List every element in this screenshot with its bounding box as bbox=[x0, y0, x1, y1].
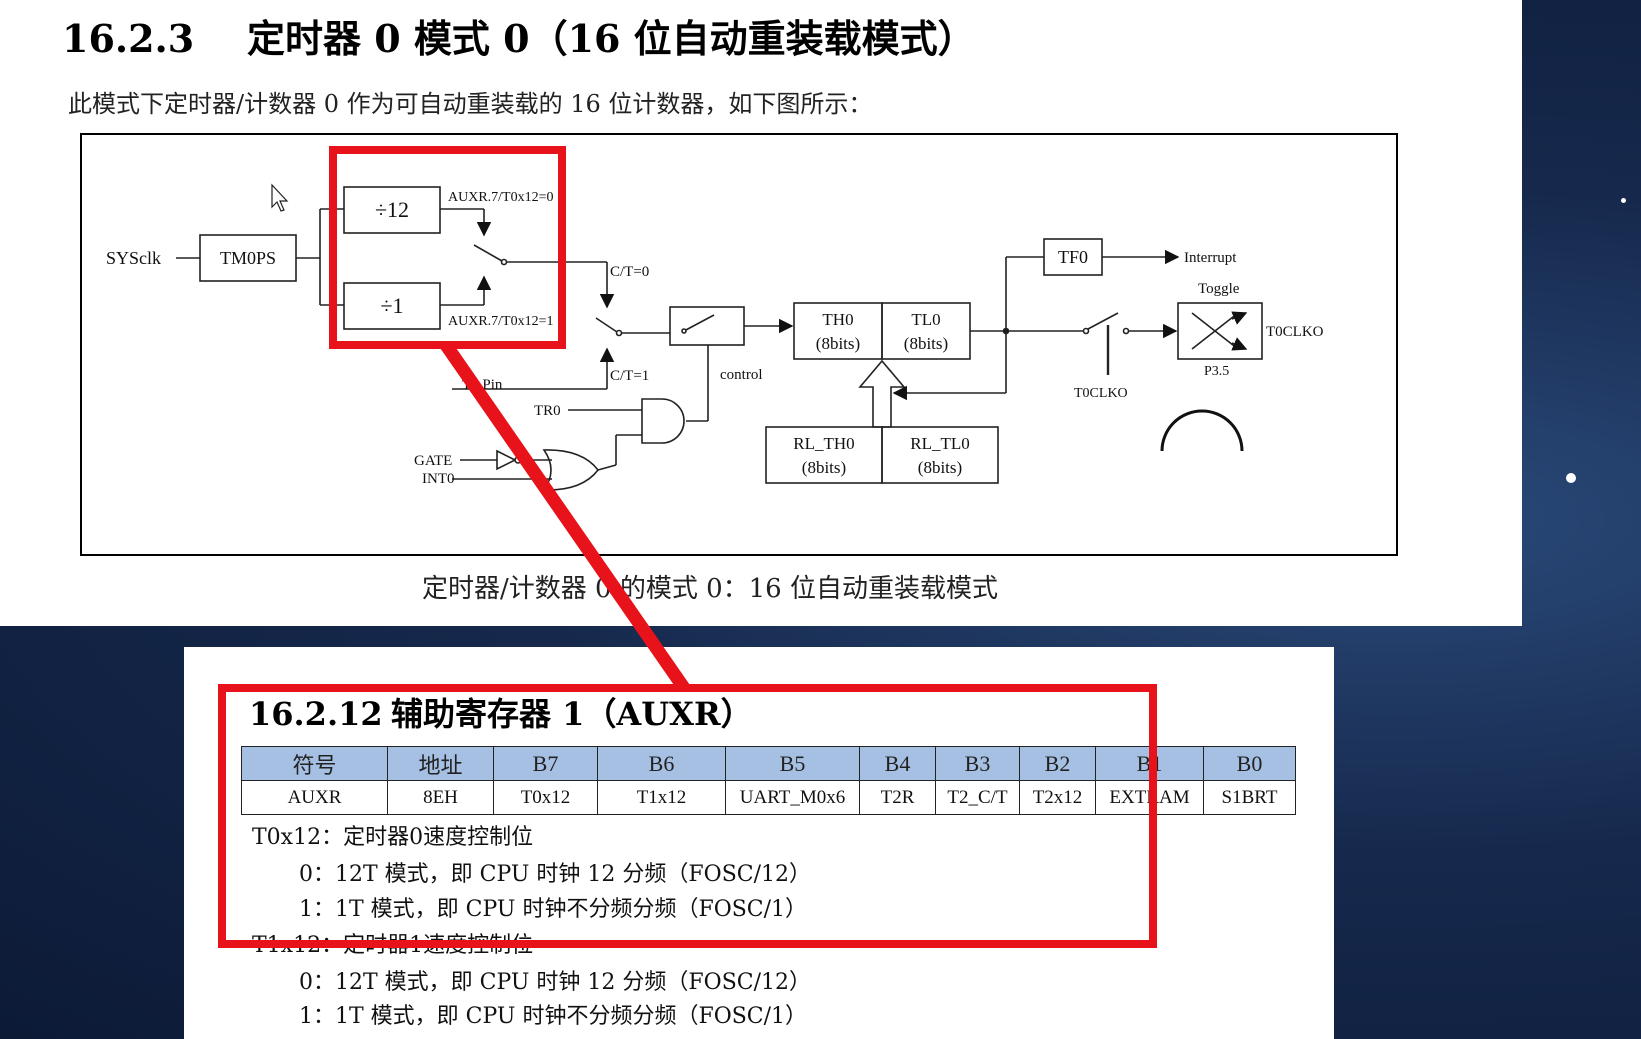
table-cell: AUXR bbox=[241, 780, 388, 815]
header-cell: B7 bbox=[493, 746, 598, 781]
toggle-label: Toggle bbox=[1198, 281, 1240, 297]
ct0-label: C/T=0 bbox=[610, 264, 649, 280]
ct1-label: C/T=1 bbox=[610, 368, 649, 384]
t0clko-switch-label: T0CLKO bbox=[1074, 386, 1128, 401]
gate-label: GATE bbox=[414, 453, 452, 469]
rl-tl0-register-box bbox=[881, 426, 999, 484]
register-section-number: 16.2.12 bbox=[249, 695, 383, 733]
table-row: AUXR 8EH T0x12 T1x12 UART_M0x6 T2R T2_C/… bbox=[241, 780, 1296, 815]
rl-tl0-label: RL_TL0 bbox=[910, 434, 970, 453]
p35-label: P3.5 bbox=[1204, 364, 1229, 379]
background-star bbox=[1621, 198, 1626, 203]
rl-th0-label: RL_TH0 bbox=[793, 434, 854, 453]
table-cell: T0x12 bbox=[493, 780, 598, 815]
control-label: control bbox=[720, 367, 763, 383]
t1x12-option-0: 0：12T 模式，即 CPU 时钟 12 分频（FOSC/12） bbox=[299, 970, 812, 995]
and-gate bbox=[641, 398, 685, 444]
t0-pin-label: T0 Pin bbox=[462, 377, 503, 393]
background-star bbox=[1566, 473, 1576, 483]
sysclk-label: SYSclk bbox=[106, 248, 161, 268]
header-cell: B3 bbox=[935, 746, 1020, 781]
tl0-bits-label: (8bits) bbox=[904, 334, 948, 353]
control-switch-box bbox=[669, 306, 745, 346]
diagram-caption: 定时器/计数器 0 的模式 0：16 位自动重装载模式 bbox=[422, 574, 998, 604]
auxr-select-1-label: AUXR.7/T0x12=1 bbox=[448, 314, 554, 329]
header-cell: 符号 bbox=[241, 746, 388, 781]
register-title: 辅助寄存器 1（AUXR） bbox=[391, 695, 753, 733]
tm0ps-label: TM0PS bbox=[220, 248, 276, 268]
loading-arc bbox=[1160, 409, 1244, 452]
interrupt-label: Interrupt bbox=[1184, 250, 1237, 266]
tl0-label: TL0 bbox=[911, 310, 940, 329]
timer0-mode0-diagram: SYSclk TM0PS ÷12 ÷1 AUXR.7/T0x12=0 AUXR.… bbox=[80, 133, 1398, 556]
rl-th0-bits-label: (8bits) bbox=[802, 458, 846, 477]
th0-label: TH0 bbox=[822, 310, 853, 329]
table-cell: S1BRT bbox=[1203, 780, 1296, 815]
table-header-row: 符号 地址 B7 B6 B5 B4 B3 B2 B1 B0 bbox=[241, 746, 1296, 781]
or-gate bbox=[542, 449, 600, 491]
table-cell: 8EH bbox=[387, 780, 494, 815]
divide-by-12-label: ÷12 bbox=[375, 197, 409, 222]
header-cell: B6 bbox=[597, 746, 726, 781]
t0x12-option-0: 0：12T 模式，即 CPU 时钟 12 分频（FOSC/12） bbox=[299, 862, 812, 887]
t1x12-description-title: T1x12：定时器1速度控制位 bbox=[252, 933, 534, 958]
tf0-label: TF0 bbox=[1058, 247, 1088, 267]
auxr-select-0-label: AUXR.7/T0x12=0 bbox=[448, 190, 554, 205]
header-cell: B4 bbox=[859, 746, 936, 781]
header-cell: B0 bbox=[1203, 746, 1296, 781]
table-cell: EXTRAM bbox=[1095, 780, 1204, 815]
rl-tl0-bits-label: (8bits) bbox=[918, 458, 962, 477]
not-gate bbox=[496, 449, 517, 471]
t0x12-option-1: 1：1T 模式，即 CPU 时钟不分频分频（FOSC/1） bbox=[299, 897, 808, 922]
section-intro: 此模式下定时器/计数器 0 作为可自动重装载的 16 位计数器，如下图所示： bbox=[68, 90, 873, 118]
mouse-cursor-icon bbox=[271, 183, 289, 212]
table-cell: T2_C/T bbox=[935, 780, 1020, 815]
document-page-timer-mode: 16.2.3 定时器 0 模式 0（16 位自动重装载模式） 此模式下定时器/计数… bbox=[62, 8, 1398, 604]
auxr-register-table: 符号 地址 B7 B6 B5 B4 B3 B2 B1 B0 AUXR 8EH T… bbox=[241, 746, 1296, 815]
tr0-label: TR0 bbox=[534, 403, 561, 419]
divide-by-1-label: ÷1 bbox=[380, 293, 403, 318]
t0clko-output-label: T0CLKO bbox=[1266, 324, 1324, 340]
th0-bits-label: (8bits) bbox=[816, 334, 860, 353]
t0x12-description-title: T0x12：定时器0速度控制位 bbox=[252, 825, 534, 850]
header-cell: B2 bbox=[1019, 746, 1096, 781]
header-cell: B1 bbox=[1095, 746, 1204, 781]
table-cell: T2x12 bbox=[1019, 780, 1096, 815]
int0-label: INT0 bbox=[422, 471, 455, 487]
table-cell: T1x12 bbox=[597, 780, 726, 815]
t1x12-option-1: 1：1T 模式，即 CPU 时钟不分频分频（FOSC/1） bbox=[299, 1004, 808, 1029]
reload-arrow bbox=[858, 359, 906, 428]
header-cell: B5 bbox=[725, 746, 860, 781]
section-title: 定时器 0 模式 0（16 位自动重装载模式） bbox=[247, 16, 976, 61]
section-heading: 16.2.3 定时器 0 模式 0（16 位自动重装载模式） bbox=[62, 8, 976, 63]
toggle-box bbox=[1177, 302, 1263, 360]
section-number: 16.2.3 bbox=[62, 16, 195, 61]
header-cell: 地址 bbox=[387, 746, 494, 781]
table-cell: T2R bbox=[859, 780, 936, 815]
table-cell: UART_M0x6 bbox=[725, 780, 860, 815]
